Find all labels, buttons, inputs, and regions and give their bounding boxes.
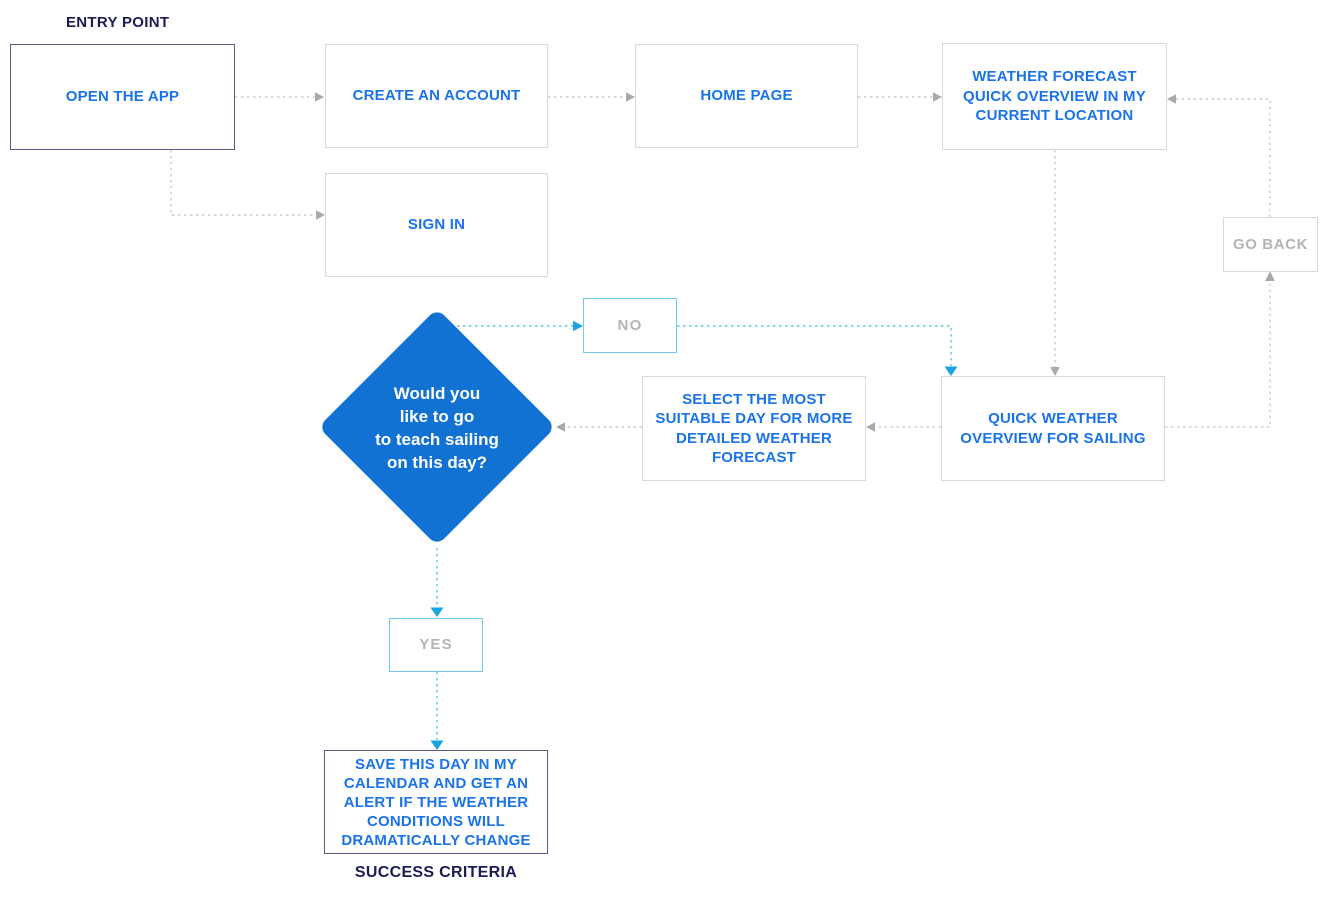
node-weather-forecast-overview: WEATHER FORECAST QUICK OVERVIEW IN MY CU… xyxy=(942,43,1167,150)
success-criteria-label: SUCCESS CRITERIA xyxy=(354,864,518,881)
node-select-suitable-day: SELECT THE MOST SUITABLE DAY FOR MORE DE… xyxy=(642,376,866,481)
node-save-day-in-calendar: SAVE THIS DAY IN MY CALENDAR AND GET AN … xyxy=(324,750,548,854)
connector-no-to-overview xyxy=(677,325,952,366)
decision-diamond-label: Would you like to go to teach sailing on… xyxy=(375,383,499,472)
node-go-back: GO BACK xyxy=(1223,217,1318,272)
connector-overview-to-goback xyxy=(1165,281,1271,428)
node-sign-in: SIGN IN xyxy=(325,173,548,277)
node-home-page: HOME PAGE xyxy=(635,44,858,148)
connector-goback-to-forecast xyxy=(1176,98,1271,217)
node-no-branch: NO xyxy=(583,298,677,353)
node-open-the-app: OPEN THE APP xyxy=(10,44,235,150)
node-quick-weather-overview: QUICK WEATHER OVERVIEW FOR SAILING xyxy=(941,376,1165,481)
node-yes-branch: YES xyxy=(389,618,483,672)
entry-point-label: ENTRY POINT xyxy=(66,14,170,31)
node-create-an-account: CREATE AN ACCOUNT xyxy=(325,44,548,148)
connector-open-to-signin xyxy=(170,150,316,216)
